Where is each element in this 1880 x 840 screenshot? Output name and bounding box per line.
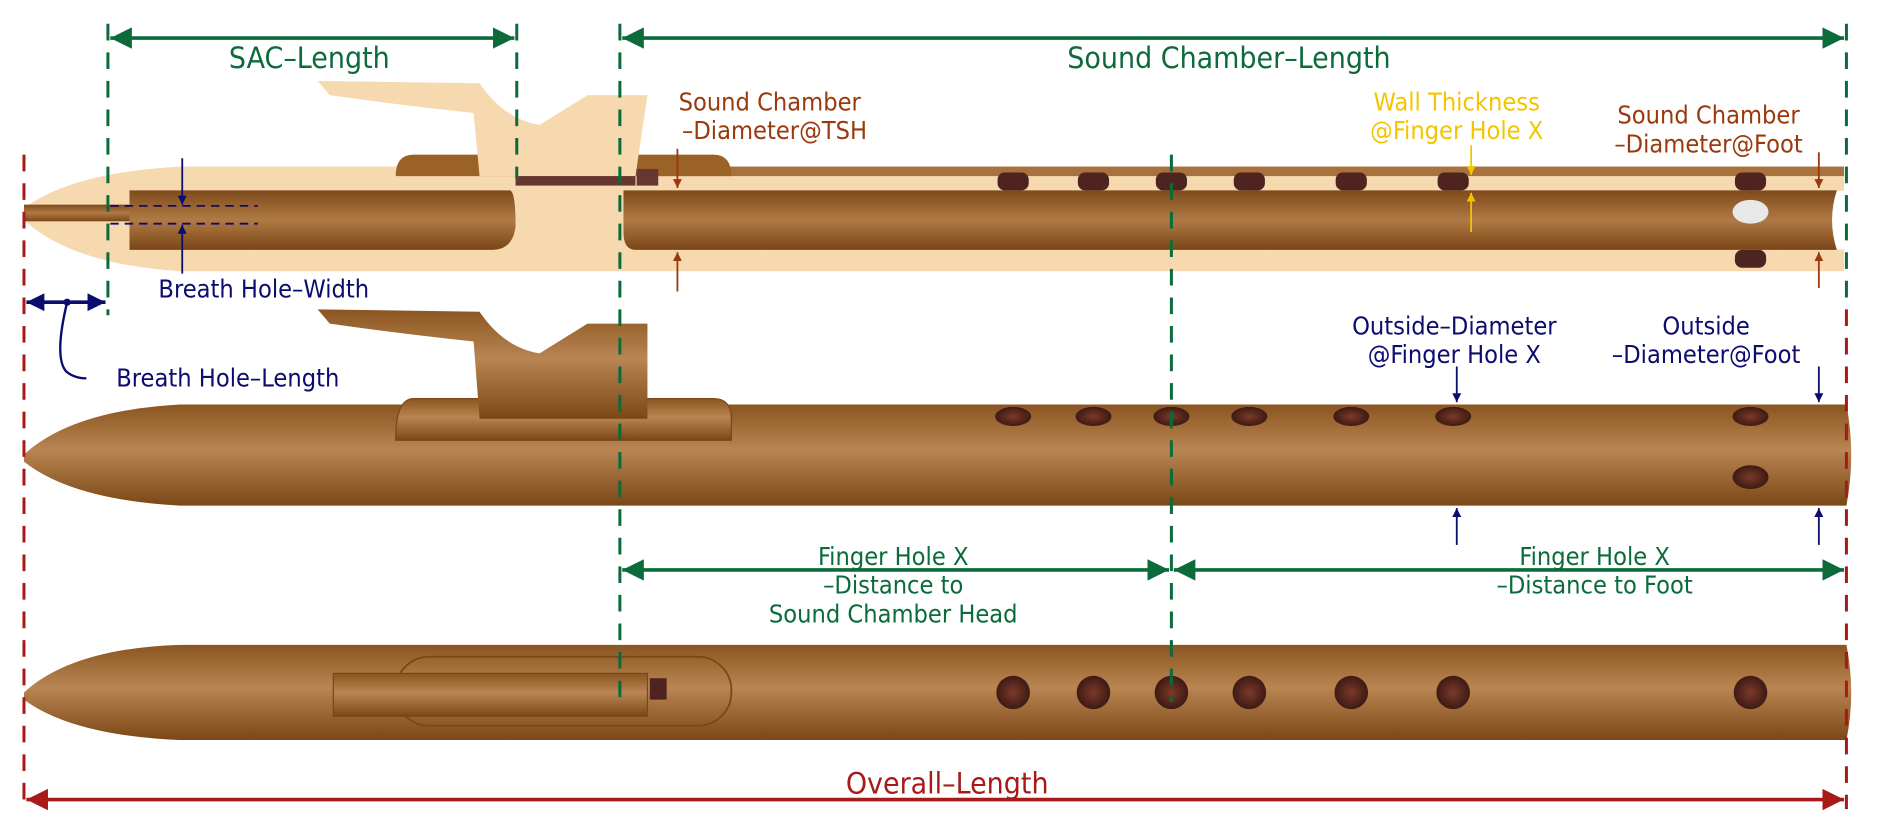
breath-hole-length-label: Breath Hole–Length (116, 364, 339, 393)
breath-hole-width-label: Breath Hole–Width (158, 275, 369, 304)
flute-top-view (23, 644, 1852, 741)
sound-chamber-length-label: Sound Chamber–Length (1067, 41, 1390, 76)
flute-side-view (23, 309, 1852, 506)
sc-diameter-tsh-label-1: Sound Chamber (679, 88, 862, 117)
fhx-to-foot-label-1: Finger Hole X (1519, 542, 1669, 571)
sac-length-label: SAC–Length (229, 41, 390, 76)
fhx-to-head-label-1: Finger Hole X (818, 542, 968, 571)
fhx-to-head-label-3: Sound Chamber Head (769, 599, 1018, 628)
sc-diameter-foot-label-1: Sound Chamber (1617, 101, 1800, 130)
labels: SAC–Length Sound Chamber–Length Sound Ch… (116, 41, 1803, 802)
wall-thickness-label-2: @Finger Hole X (1370, 116, 1543, 145)
sc-diameter-foot-label-2: –Diameter@Foot (1614, 129, 1803, 158)
outside-diameter-fhx-label-1: Outside–Diameter (1352, 311, 1557, 340)
guide-lines (22, 23, 1848, 810)
outside-diameter-foot-label-2: –Diameter@Foot (1612, 340, 1801, 369)
flute-cross-section (23, 80, 1853, 272)
finger-holes-side (995, 406, 1769, 490)
overall-length-label: Overall–Length (846, 767, 1049, 802)
outside-diameter-fhx-label-2: @Finger Hole X (1368, 340, 1541, 369)
fhx-to-foot-label-2: –Distance to Foot (1497, 571, 1693, 600)
outside-diameter-foot-label-1: Outside (1662, 311, 1749, 340)
sc-diameter-tsh-label-2: –Diameter@TSH (682, 116, 867, 145)
finger-holes-top (996, 675, 1768, 710)
fhx-to-head-label-2: –Distance to (823, 571, 963, 600)
dimension-arrows (26, 27, 1845, 811)
block-side (317, 309, 648, 419)
block (317, 80, 648, 177)
wall-thickness-label-1: Wall Thickness (1374, 88, 1540, 117)
finger-holes-section (997, 172, 1767, 268)
